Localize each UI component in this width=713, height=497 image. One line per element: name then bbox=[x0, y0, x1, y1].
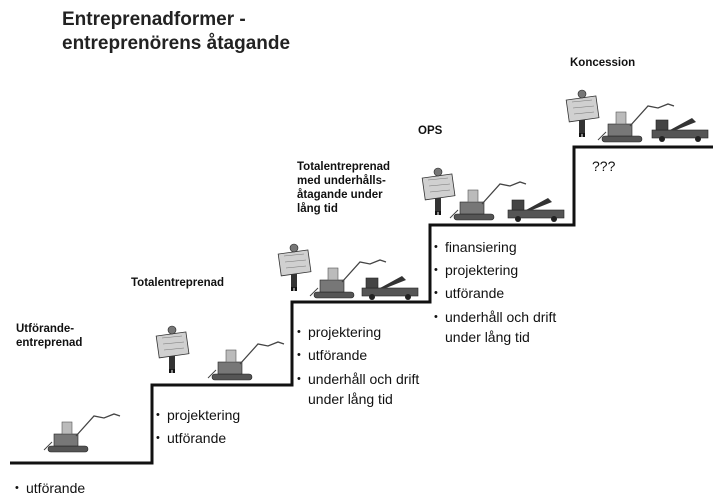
person-with-plan-icon bbox=[155, 325, 190, 374]
stage-2-bullets: projektering utförande bbox=[155, 404, 240, 450]
list-item: projektering bbox=[155, 404, 240, 427]
excavator-icon bbox=[43, 413, 121, 453]
truck-icon bbox=[507, 197, 565, 223]
stage-label-utforandeentreprenad: Utförande- entreprenad bbox=[16, 322, 82, 350]
stage-label-totalentreprenad: Totalentreprenad bbox=[131, 276, 224, 290]
list-item: finansiering bbox=[433, 236, 563, 259]
list-item: utförande bbox=[433, 282, 563, 305]
stage-label-line: entreprenad bbox=[16, 337, 83, 349]
person-with-plan-icon bbox=[565, 89, 600, 138]
stage-label-ops: OPS bbox=[418, 124, 442, 138]
truck-icon bbox=[651, 117, 709, 143]
stage-label-koncession: Koncession bbox=[570, 56, 635, 70]
page-title: Entreprenadformer - entreprenörens åtaga… bbox=[62, 8, 290, 56]
stage-label-totalentreprenad-underhall: Totalentreprenad med underhålls- åtagand… bbox=[297, 160, 390, 216]
list-item: utförande bbox=[296, 344, 426, 367]
list-item: underhåll och drift under lång tid bbox=[433, 307, 563, 347]
truck-icon bbox=[361, 275, 419, 301]
list-item: projektering bbox=[433, 259, 563, 282]
list-item: utförande bbox=[14, 479, 85, 497]
koncession-note: ??? bbox=[592, 158, 616, 174]
person-with-plan-icon bbox=[421, 167, 456, 216]
stage-label-line: med underhålls- bbox=[297, 175, 386, 187]
excavator-icon bbox=[207, 341, 285, 381]
stage-label-line: Koncession bbox=[570, 57, 636, 69]
stair-line bbox=[10, 145, 713, 465]
stage-3-bullets: projektering utförande underhåll och dri… bbox=[296, 321, 426, 409]
list-item: projektering bbox=[296, 321, 426, 344]
stage-label-line: Totalentreprenad bbox=[131, 277, 225, 289]
title-line-1: Entreprenadformer - bbox=[62, 9, 246, 30]
stage-label-line: lång tid bbox=[297, 203, 338, 215]
stage-1-bullets: utförande bbox=[14, 479, 85, 497]
list-item: utförande bbox=[155, 427, 240, 450]
stage-4-bullets: finansiering projektering utförande unde… bbox=[433, 236, 563, 347]
person-with-plan-icon bbox=[277, 243, 312, 292]
stage-label-line: Utförande- bbox=[16, 323, 75, 335]
stage-label-line: Totalentreprenad bbox=[297, 161, 391, 173]
title-line-2: entreprenörens åtagande bbox=[62, 33, 291, 54]
list-item: underhåll och drift under lång tid bbox=[296, 369, 426, 409]
stage-label-line: åtagande under bbox=[297, 189, 383, 201]
stage-label-line: OPS bbox=[418, 125, 443, 137]
